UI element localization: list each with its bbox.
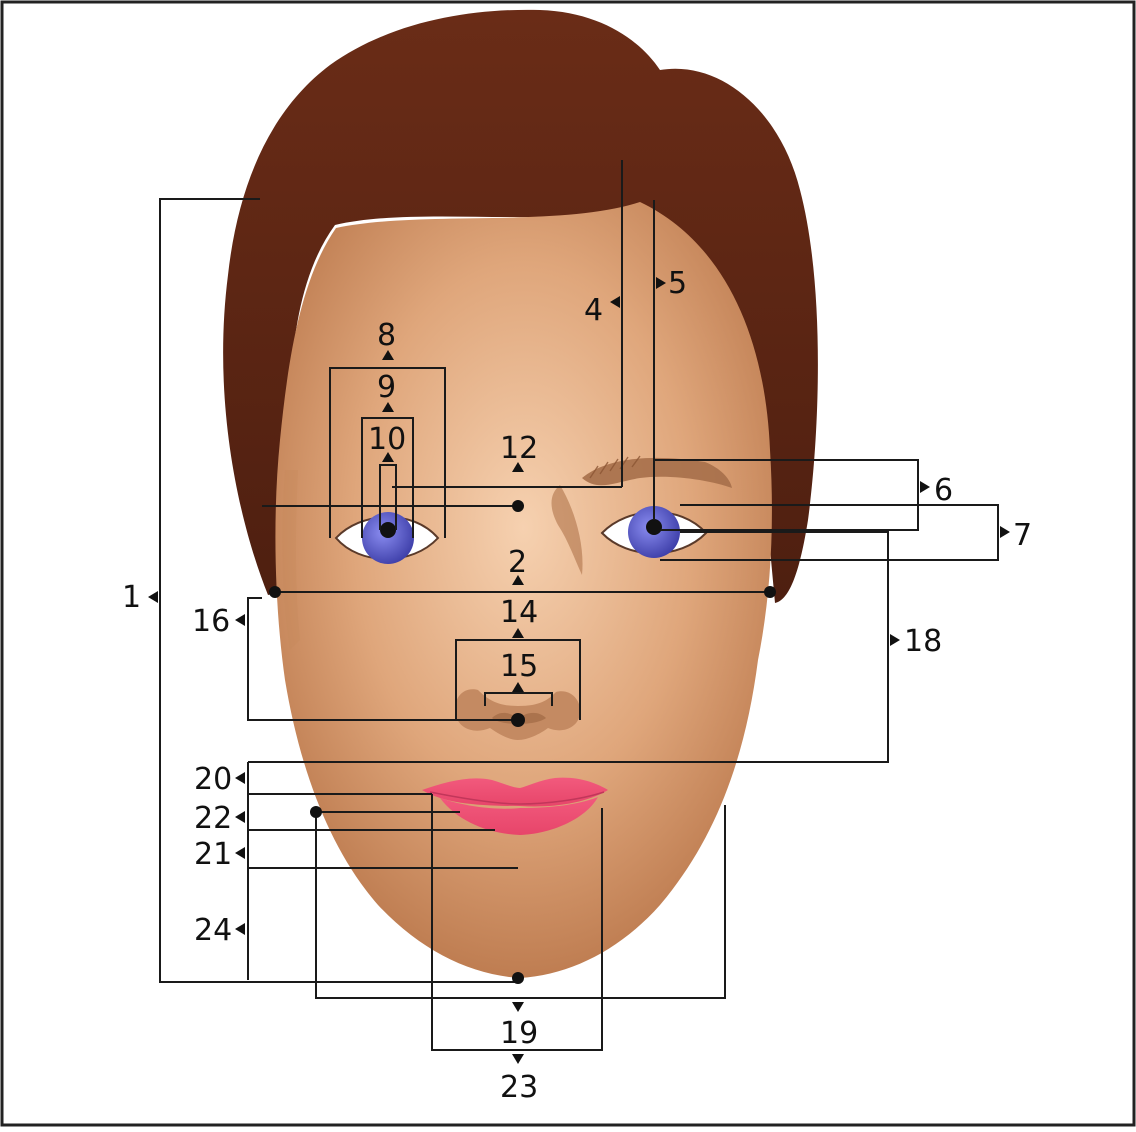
label-19: 19 [500, 1016, 538, 1051]
label-9: 9 [377, 370, 396, 405]
label-2: 2 [508, 545, 527, 580]
label-4: 4 [584, 293, 603, 328]
label-24: 24 [194, 913, 232, 948]
label-14: 14 [500, 595, 538, 630]
label-10: 10 [368, 422, 406, 457]
label-23: 23 [500, 1070, 538, 1105]
label-16: 16 [192, 604, 230, 639]
label-7: 7 [1013, 518, 1032, 553]
label-12: 12 [500, 431, 538, 466]
label-8: 8 [377, 318, 396, 353]
label-5: 5 [668, 266, 687, 301]
label-21: 21 [194, 837, 232, 872]
label-6: 6 [934, 473, 953, 508]
label-20: 20 [194, 762, 232, 797]
label-18: 18 [904, 624, 942, 659]
label-22: 22 [194, 801, 232, 836]
label-15: 15 [500, 649, 538, 684]
label-1: 1 [122, 580, 141, 615]
